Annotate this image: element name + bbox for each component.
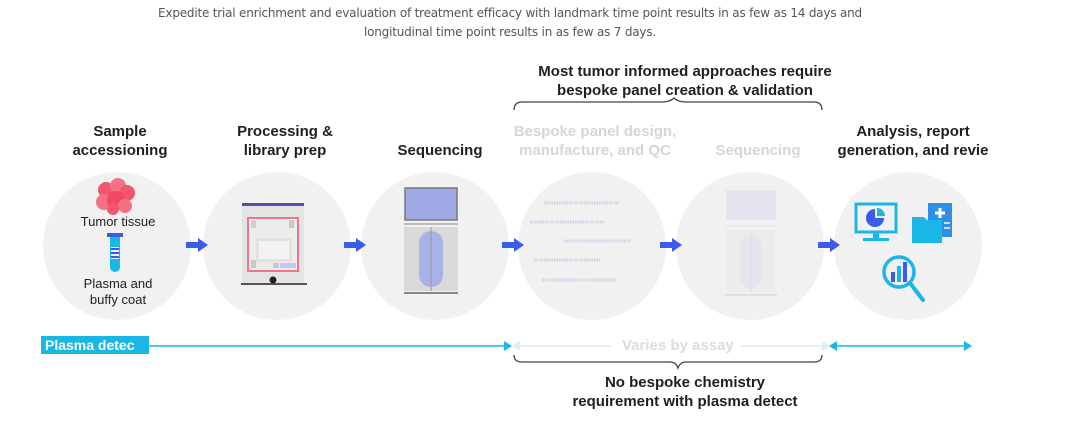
top-bracket-line-2: bespoke panel creation & validation: [557, 82, 813, 99]
arrow-right-icon: [502, 238, 524, 252]
plasma-label: Plasma and buffy coat: [63, 276, 173, 308]
top-bracket-line-1: Most tumor informed approaches require: [538, 63, 832, 80]
varies-timeline-arrow: [512, 341, 830, 351]
step-label-line: Sample: [93, 123, 147, 140]
sequencer-instrument-faded-icon: [725, 190, 777, 296]
panel-probes-icon: [530, 201, 631, 282]
tumor-tissue-label: Tumor tissue: [80, 214, 156, 229]
step-label-line: manufacture, and QC: [519, 142, 671, 159]
bottom-bracket-line-1: No bespoke chemistry: [604, 374, 766, 391]
analysis-timeline-arrow: [829, 341, 972, 351]
step-label-line: accessioning: [72, 142, 168, 159]
top-bracket: [513, 97, 823, 111]
plasma-label-line: buffy coat: [89, 292, 147, 307]
intro-line-2: longitudinal time point results in as fe…: [364, 25, 656, 39]
step-label-line: [360, 122, 520, 141]
step-label-line: library prep: [243, 142, 327, 159]
sequencer-instrument-icon: [404, 187, 458, 294]
step-label-line: Sequencing: [397, 142, 483, 159]
step-label-line: Bespoke panel design,: [513, 123, 677, 140]
step-label-line: Sequencing: [715, 142, 801, 159]
step-label-analysis: Analysis, report generation, and revie: [828, 122, 998, 160]
step-circle-analysis: [834, 172, 982, 320]
varies-by-assay-label: Varies by assay: [622, 337, 734, 354]
bottom-bracket: [513, 354, 823, 371]
library-prep-instrument-icon: [241, 203, 307, 285]
plasma-detect-badge: Plasma detec: [41, 336, 149, 354]
arrow-right-icon: [660, 238, 682, 252]
plasma-label-line: Plasma and: [83, 276, 153, 291]
step-label-line: Analysis, report: [856, 123, 970, 140]
step-label-sequencing: Sequencing: [360, 122, 520, 160]
step-label-line: Processing &: [237, 123, 333, 140]
intro-line-1: Expedite trial enrichment and evaluation…: [158, 6, 862, 20]
intro-text: Expedite trial enrichment and evaluation…: [150, 4, 870, 42]
arrow-right-icon: [818, 238, 840, 252]
bottom-bracket-line-2: requirement with plasma detect: [572, 393, 798, 410]
medical-folder-icon: [912, 203, 952, 243]
tumor-tissue-icon: [96, 178, 135, 215]
plasma-detect-timeline-arrow: [148, 341, 512, 351]
step-label-processing: Processing & library prep: [205, 122, 365, 160]
magnifier-chart-icon: [882, 255, 925, 302]
step-label-sample-accessioning: Sample accessioning: [40, 122, 200, 160]
monitor-pie-chart-icon: [854, 202, 898, 241]
step-label-sequencing-faded: Sequencing: [678, 122, 838, 160]
arrow-right-icon: [186, 238, 208, 252]
step-label-bespoke-panel: Bespoke panel design, manufacture, and Q…: [510, 122, 680, 160]
step-label-line: [678, 122, 838, 141]
bottom-bracket-title: No bespoke chemistry requirement with pl…: [500, 373, 870, 411]
step-circle-bespoke: [518, 172, 666, 320]
step-label-line: generation, and revie: [837, 142, 989, 159]
blood-tube-icon: [107, 233, 123, 272]
top-bracket-title: Most tumor informed approaches require b…: [500, 62, 870, 100]
arrow-right-icon: [344, 238, 366, 252]
